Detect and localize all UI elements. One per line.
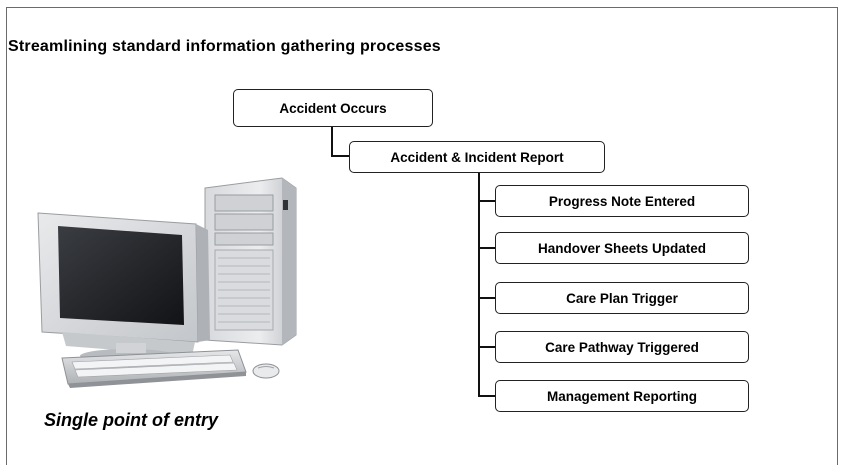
caption-single-point-of-entry: Single point of entry: [44, 410, 218, 430]
box-outcome-progress-note: Progress Note Entered: [495, 185, 749, 217]
box-outcome-management-reporting: Management Reporting: [495, 380, 749, 412]
pc-keyboard: [61, 349, 247, 388]
slide-heading: Streamlining standard information gather…: [8, 38, 441, 55]
box-incident-report: Accident & Incident Report: [349, 141, 605, 173]
box-outcome-handover-sheets: Handover Sheets Updated: [495, 232, 749, 264]
pc-tower: [204, 177, 297, 346]
connector-root-to-report: [331, 126, 350, 157]
box-accident-occurs: Accident Occurs: [233, 89, 433, 127]
slide-frame: [6, 7, 838, 465]
pc-monitor: [37, 212, 210, 363]
pc-mouse: [252, 363, 280, 379]
box-outcome-care-plan: Care Plan Trigger: [495, 282, 749, 314]
box-outcome-care-pathway: Care Pathway Triggered: [495, 331, 749, 363]
